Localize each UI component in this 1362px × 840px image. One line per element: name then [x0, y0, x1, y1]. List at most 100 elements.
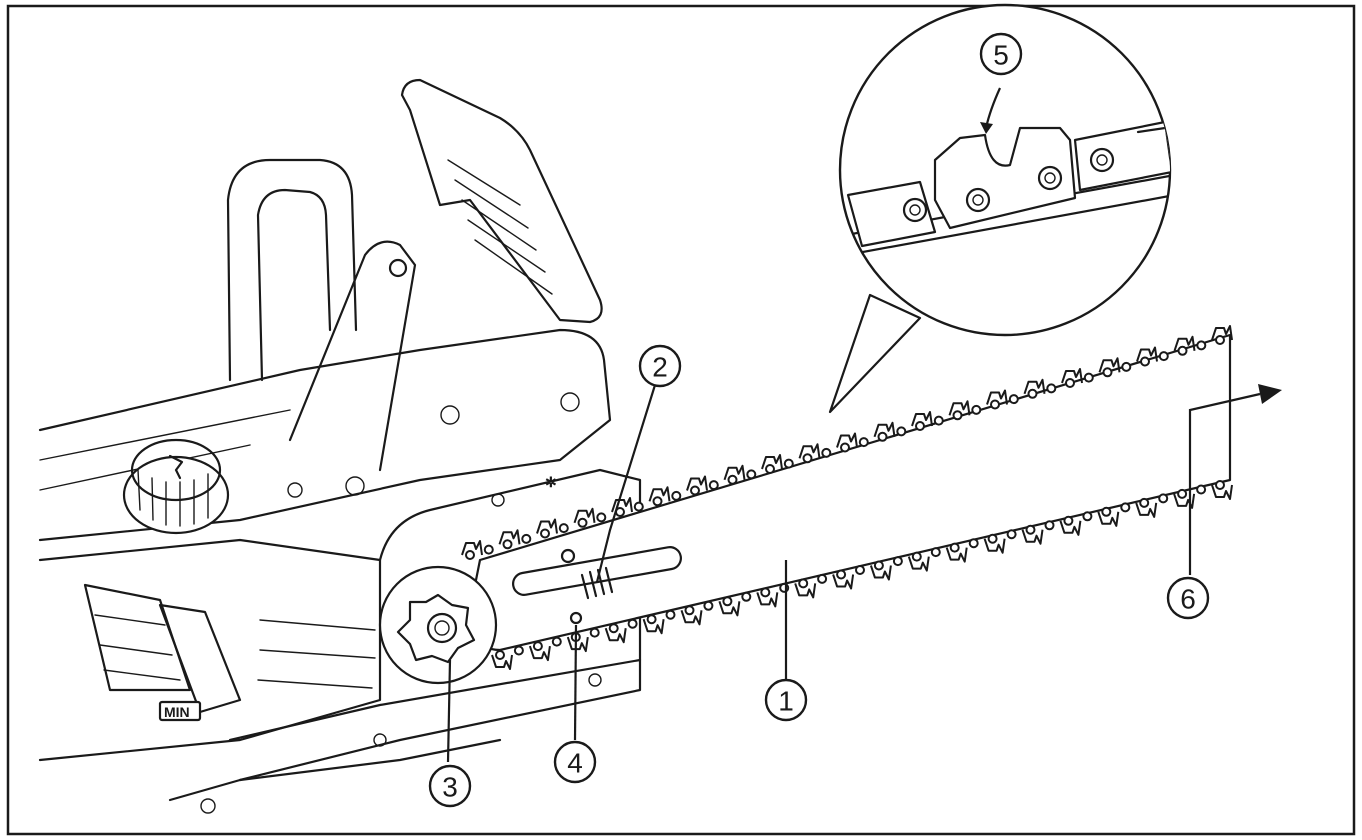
- chain-link: [513, 645, 524, 656]
- chain-link: [741, 591, 752, 602]
- chain-link: [1173, 335, 1196, 356]
- chain-link: [1023, 378, 1046, 399]
- svg-text:6: 6: [1180, 584, 1196, 615]
- chain-link: [1158, 493, 1169, 504]
- chain-link: [708, 480, 719, 491]
- svg-text:5: 5: [993, 40, 1009, 71]
- callout-2: 2: [638, 344, 682, 388]
- chain-link: [873, 421, 896, 442]
- svg-text:2: 2: [652, 352, 668, 383]
- chain-link: [821, 447, 832, 458]
- svg-text:1: 1: [778, 686, 794, 717]
- side-cover-emblem: ✲: [545, 474, 557, 490]
- chain-link: [723, 464, 746, 485]
- chain-link: [1044, 520, 1055, 531]
- chain-link: [783, 458, 794, 469]
- chain-link: [1120, 502, 1131, 513]
- chain-link: [1211, 325, 1233, 345]
- callout-5: 5: [979, 32, 1023, 76]
- chain-link: [794, 578, 817, 599]
- chain-link: [896, 426, 907, 437]
- chain-link: [1059, 515, 1082, 536]
- chain-link: [718, 596, 741, 617]
- chain-link: [566, 632, 589, 653]
- chain-link: [1121, 361, 1132, 372]
- svg-text:4: 4: [567, 748, 583, 779]
- chain-link: [948, 400, 971, 421]
- chain-link: [930, 547, 941, 558]
- chain-link: [671, 490, 682, 501]
- chain-link: [933, 415, 944, 426]
- magnified-chain-detail: [828, 3, 1172, 414]
- chain-link: [855, 565, 865, 575]
- chain-link: [1098, 357, 1121, 378]
- callout-6: 6: [1166, 576, 1210, 620]
- oil-level-min-marking: MIN: [164, 704, 190, 720]
- svg-text:3: 3: [442, 772, 458, 803]
- chain-link: [528, 641, 551, 662]
- chain-link: [1173, 488, 1196, 509]
- chain-link: [1158, 351, 1169, 362]
- chain-link: [1136, 346, 1158, 367]
- saw-chain-bottom-run: [491, 480, 1233, 670]
- chain-link: [611, 497, 633, 517]
- chain-link: [536, 518, 558, 539]
- chain-link: [817, 573, 828, 584]
- chain-link: [596, 512, 607, 523]
- chain-link: [1021, 524, 1044, 545]
- chain-link: [589, 627, 600, 638]
- figure-border: [6, 4, 1356, 836]
- chain-link: [832, 569, 855, 590]
- chain-link: [746, 469, 757, 480]
- chain-link: [986, 389, 1008, 410]
- chain-link: [1135, 497, 1158, 518]
- chain-link: [491, 650, 513, 670]
- chain-link: [1006, 529, 1017, 540]
- chain-link: [551, 636, 562, 647]
- chain-link: [1196, 340, 1207, 351]
- chain-link: [642, 614, 665, 635]
- saw-chain-top-run: [461, 325, 1233, 560]
- chain-link: [648, 486, 671, 507]
- chain-link: [703, 600, 714, 611]
- chain-link: [1046, 383, 1057, 394]
- chain-link: [1008, 394, 1019, 405]
- chain-link: [858, 437, 869, 448]
- chain-direction-arrow: [1188, 384, 1282, 575]
- chain-link: [604, 623, 627, 644]
- chain-link: [892, 556, 903, 567]
- chain-link: [665, 609, 676, 620]
- chain-link: [798, 443, 821, 464]
- chain-link: [633, 501, 644, 512]
- chainsaw-body: MIN ✲: [38, 78, 642, 814]
- chain-link: [945, 542, 968, 563]
- chain-link: [521, 533, 532, 544]
- chain-link: [1196, 484, 1207, 495]
- chain-link: [1082, 511, 1093, 522]
- chain-link: [911, 411, 933, 431]
- chain-link: [1097, 506, 1120, 527]
- leader-lines: [446, 384, 788, 763]
- chain-link: [686, 475, 708, 496]
- chain-link: [498, 529, 521, 550]
- chain-link: [761, 454, 783, 474]
- callout-4: 4: [553, 740, 597, 784]
- chain-link: [680, 605, 703, 626]
- chain-link: [573, 507, 596, 528]
- chain-link: [1061, 368, 1083, 388]
- chain-link: [1083, 372, 1094, 383]
- chain-link: [836, 432, 858, 453]
- chain-link: [627, 618, 638, 629]
- chain-link: [558, 523, 569, 534]
- chain-link: [483, 544, 494, 555]
- chain-link: [971, 404, 982, 415]
- chain-link: [983, 533, 1006, 554]
- chain-link: [1211, 480, 1233, 500]
- chain-link: [907, 551, 930, 572]
- chain-link: [869, 560, 892, 581]
- chain-link: [756, 587, 779, 608]
- chain-link: [968, 538, 979, 549]
- chain-link: [461, 540, 483, 560]
